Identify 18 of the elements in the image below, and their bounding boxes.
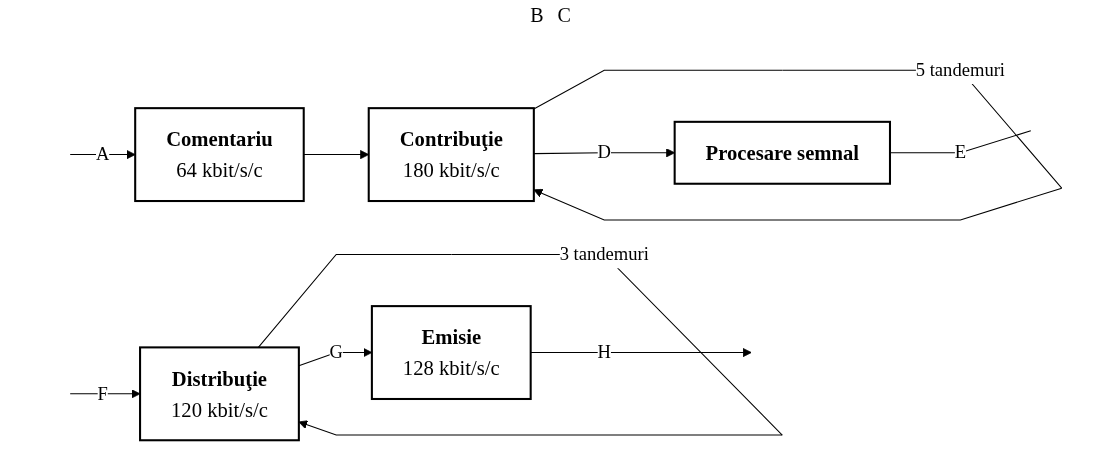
node-box: Emisie 128 kbit/s/c bbox=[370, 305, 532, 401]
arrow bbox=[530, 348, 752, 358]
edge-label: H bbox=[597, 341, 611, 363]
edge-label: A bbox=[95, 143, 110, 165]
signal-label: C bbox=[557, 4, 571, 27]
edge-label: F bbox=[97, 383, 108, 404]
edge-label: 3 tandemuri bbox=[559, 243, 649, 265]
node-box: Comentariu 64 kbit/s/c bbox=[134, 107, 305, 203]
signal-label: B bbox=[530, 4, 544, 27]
edge-label: D bbox=[597, 142, 611, 163]
node-box: Contribuţie 180 kbit/s/c bbox=[367, 107, 535, 203]
edge-label: G bbox=[329, 341, 343, 363]
arrow bbox=[69, 389, 141, 399]
edge-label: 5 tandemuri bbox=[915, 59, 1006, 81]
node-box: Procesare semnal bbox=[673, 121, 891, 185]
connector bbox=[889, 130, 1032, 154]
node-box: Distribuţie 120 kbit/s/c bbox=[139, 346, 300, 442]
edge-label: E bbox=[954, 142, 967, 163]
